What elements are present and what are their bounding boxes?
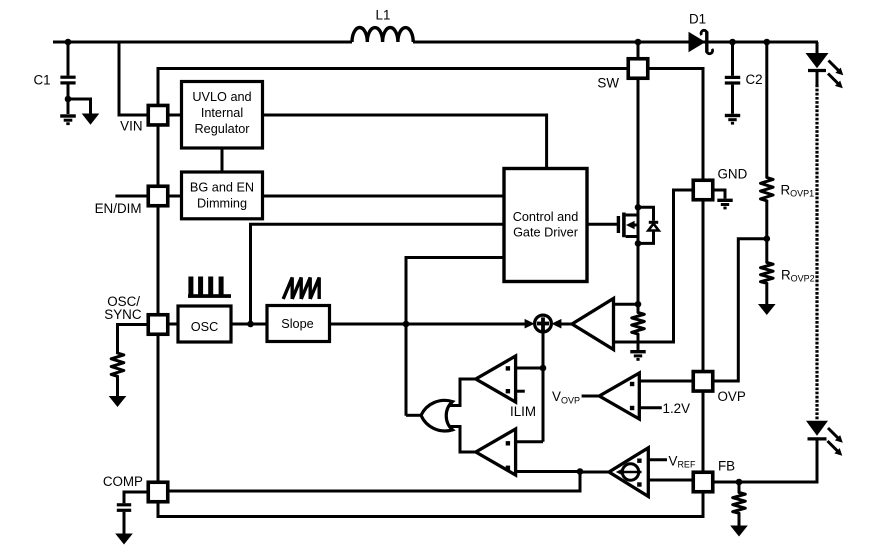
svg-text:D1: D1 bbox=[689, 12, 706, 27]
svg-text:FB: FB bbox=[718, 459, 735, 474]
svg-text:Internal: Internal bbox=[201, 106, 243, 120]
svg-text:1.2V: 1.2V bbox=[663, 401, 691, 416]
svg-text:C2: C2 bbox=[746, 72, 763, 87]
svg-text:BG and EN: BG and EN bbox=[190, 181, 254, 195]
svg-text:Slope: Slope bbox=[281, 317, 313, 331]
svg-text:VIN: VIN bbox=[120, 119, 142, 134]
svg-text:UVLO and: UVLO and bbox=[192, 90, 251, 104]
svg-text:Dimming: Dimming bbox=[197, 197, 247, 211]
svg-text:EN/DIM: EN/DIM bbox=[95, 201, 142, 216]
svg-text:SW: SW bbox=[597, 75, 619, 90]
svg-text:Regulator: Regulator bbox=[194, 122, 250, 136]
svg-text:COMP: COMP bbox=[103, 474, 143, 489]
svg-text:OSC/: OSC/ bbox=[107, 294, 140, 309]
svg-text:ILIM: ILIM bbox=[510, 404, 536, 419]
svg-text:OSC: OSC bbox=[191, 320, 219, 334]
svg-text:GND: GND bbox=[718, 167, 748, 182]
svg-text:OVP: OVP bbox=[718, 389, 746, 404]
svg-text:Control and: Control and bbox=[513, 210, 579, 224]
svg-text:L1: L1 bbox=[376, 8, 391, 23]
svg-text:C1: C1 bbox=[34, 73, 51, 88]
svg-text:Gate Driver: Gate Driver bbox=[513, 226, 579, 240]
svg-text:SYNC: SYNC bbox=[104, 307, 142, 322]
